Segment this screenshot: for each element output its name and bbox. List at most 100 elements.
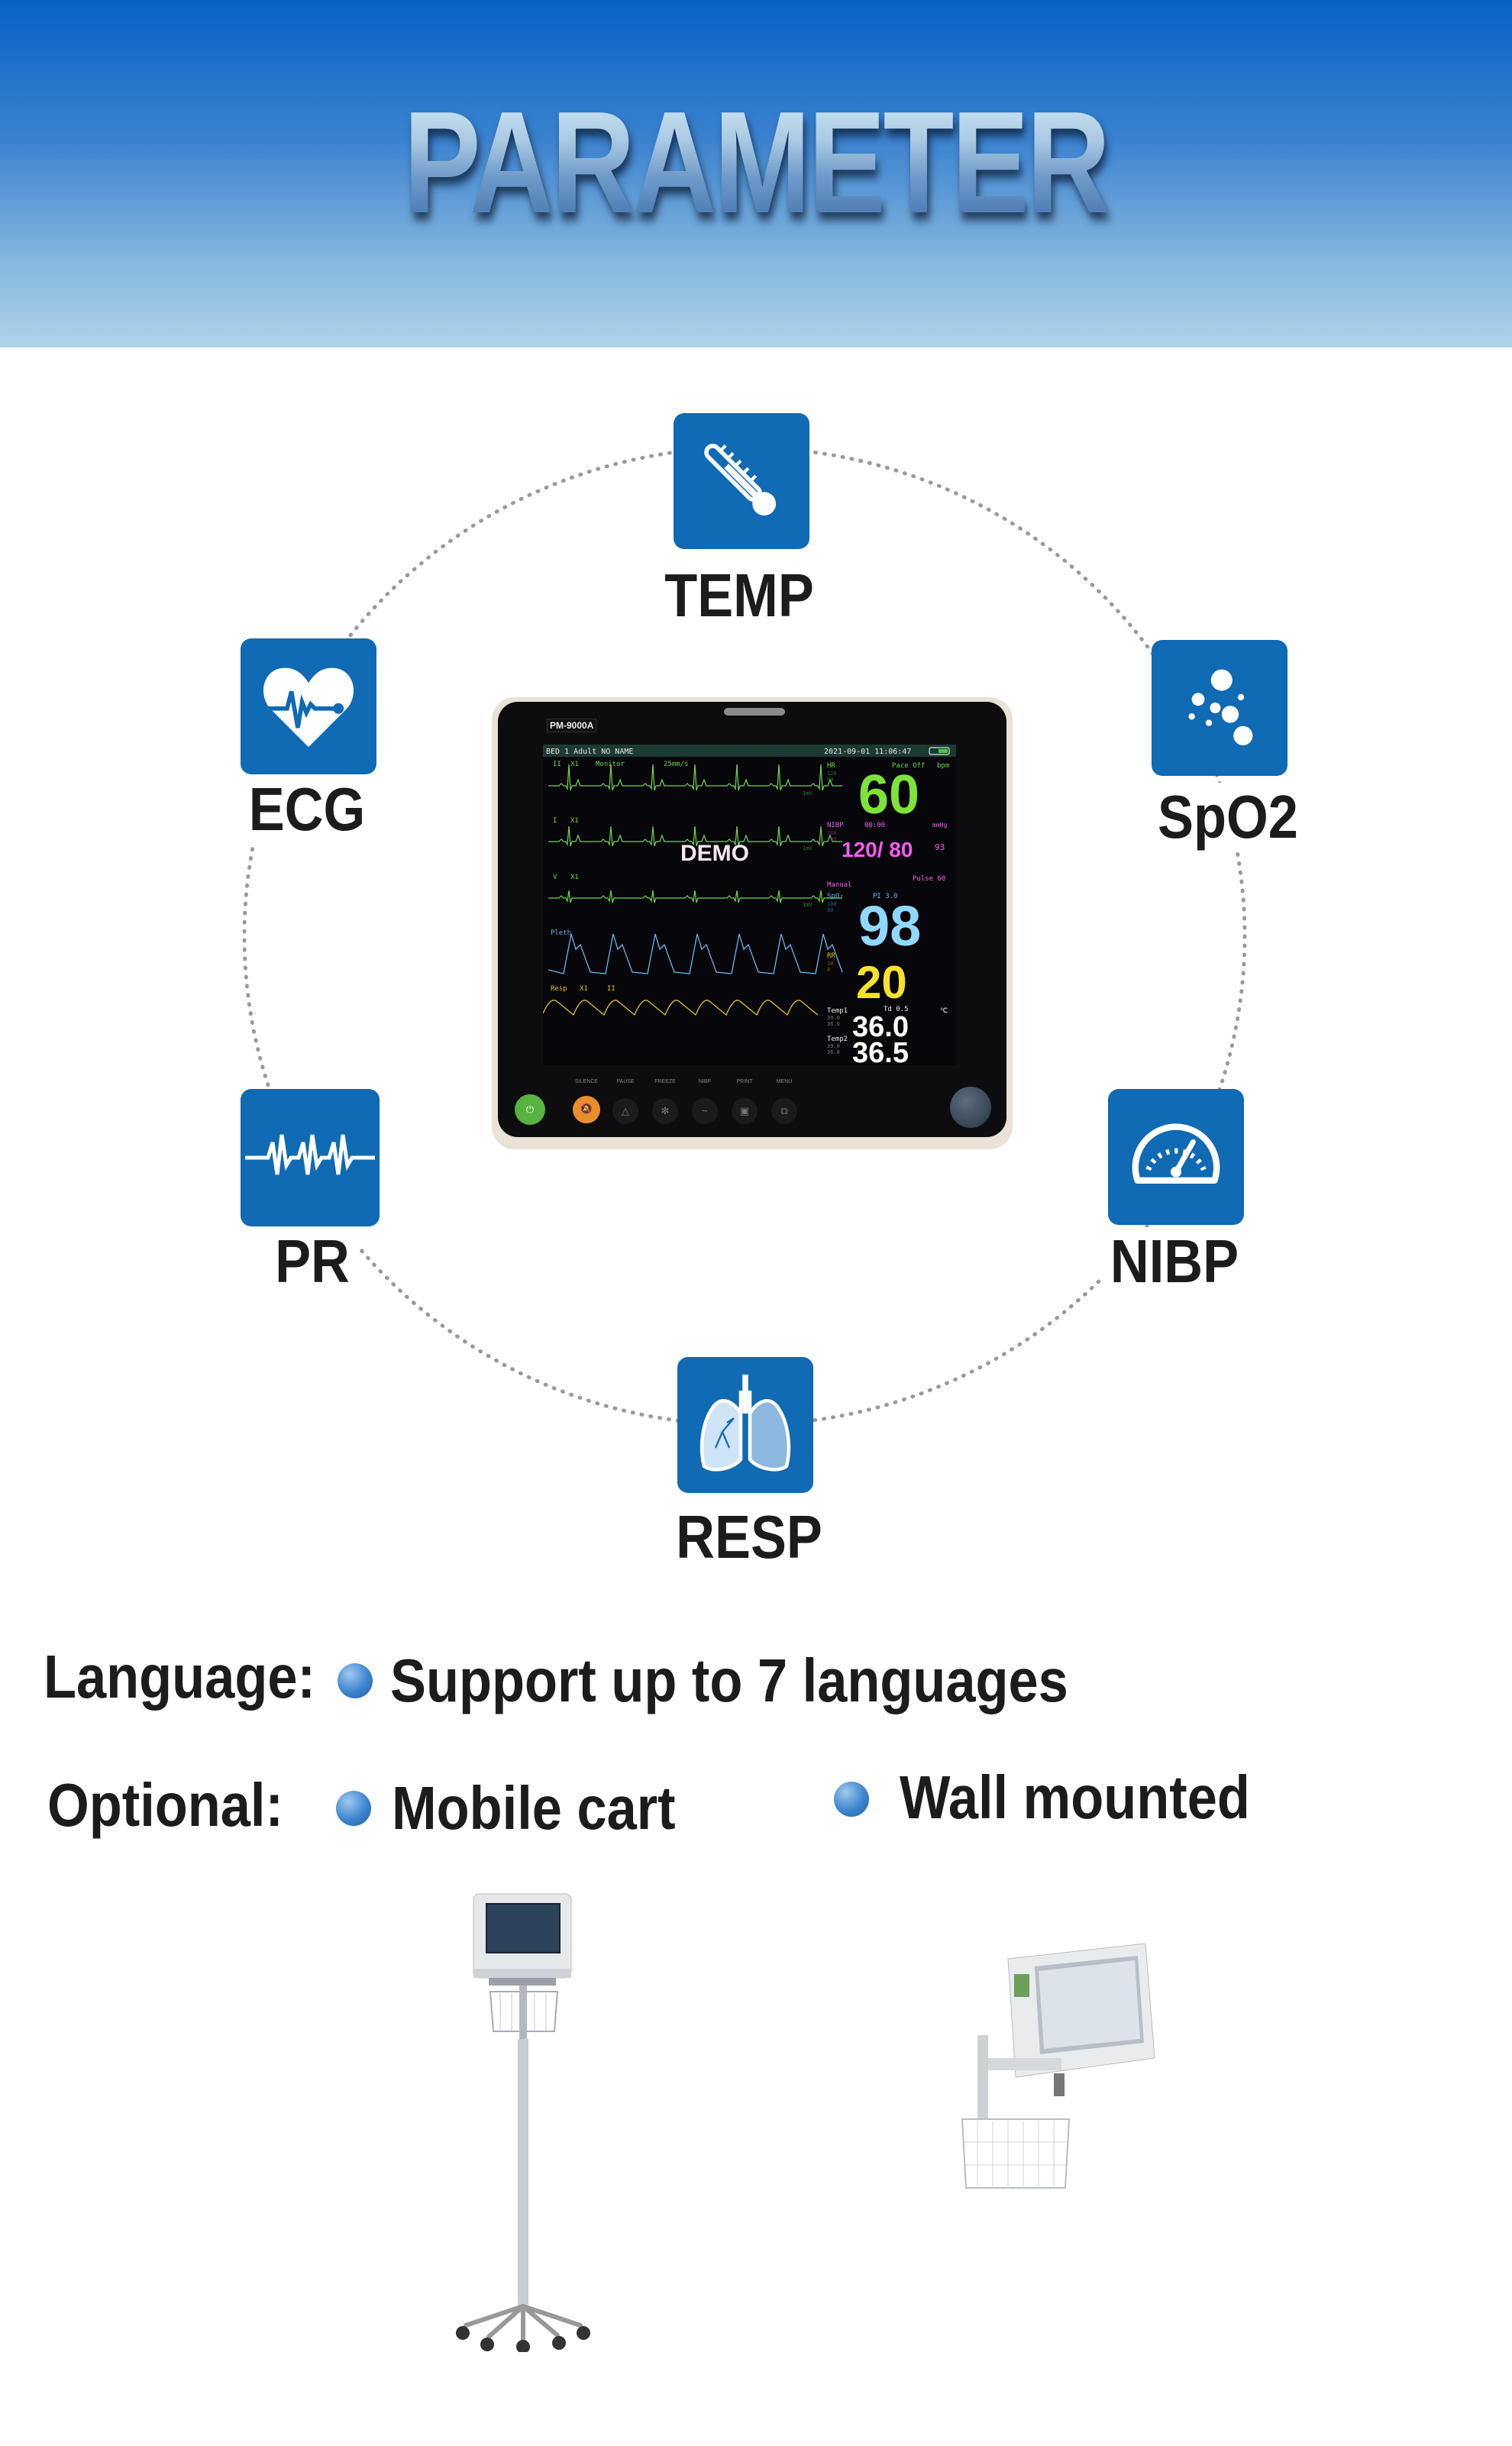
language-value: Support up to 7 languages: [390, 1646, 1068, 1714]
param-label-resp: RESP: [666, 1503, 832, 1572]
thermometer-icon: [674, 413, 809, 549]
hr-pace: Pace Off: [892, 762, 925, 770]
nibp-button[interactable]: ~: [692, 1098, 718, 1124]
nibp-time: 00:00: [864, 822, 885, 829]
param-label-ecg: ECG: [239, 775, 375, 844]
monitor-screen: BED 1 Adult NO NAME 2021-09-01 11:06:47 …: [542, 745, 956, 1069]
temp1-value: 36.0: [852, 1011, 909, 1043]
ecg1-gain: X1: [570, 761, 579, 768]
wall-mount-image: [961, 1944, 1155, 2189]
silence-button[interactable]: 🔕: [573, 1096, 600, 1123]
freeze-button[interactable]: ✻: [652, 1098, 678, 1124]
temp-unit: ℃: [940, 1007, 948, 1015]
resp-label: Resp: [551, 985, 567, 993]
ecg1-speed: 25mm/s: [664, 761, 689, 768]
ecg-wave-3: [548, 890, 842, 903]
nibp-unit: mmHg: [932, 822, 947, 829]
header-banner: PARAMETER: [0, 0, 1512, 347]
rr-hi: 30: [827, 961, 833, 967]
temp2-hi: 39.0: [827, 1043, 840, 1049]
param-label-temp: TEMP: [654, 561, 824, 630]
spo2-label: SpO₂: [827, 893, 844, 900]
temp1-lo: 36.0: [827, 1021, 840, 1027]
spo2-value: 98: [858, 894, 921, 958]
bullet-icon: [338, 1663, 373, 1698]
temp2-value: 36.5: [852, 1037, 909, 1065]
hr-lo: 50: [827, 777, 833, 783]
nibp-pulse: Pulse 60: [913, 875, 945, 883]
ecg2-lead: I: [553, 817, 557, 825]
monitor-bezel: PM-9000A BED 1 Adult NO NAME 2021-09-01 …: [498, 702, 1006, 1137]
hr-value: 60: [858, 764, 919, 826]
silence-label: SILENCE: [575, 1079, 598, 1084]
hr-unit: bpm: [937, 762, 949, 770]
pulse-wave-icon: [241, 1089, 380, 1226]
resp-gain: X1: [580, 985, 588, 993]
ecg-wave-2: [548, 826, 842, 847]
optional-mobile-cart: Mobile cart: [392, 1774, 676, 1842]
nibp-button-label: NIBP: [698, 1079, 712, 1084]
patient-monitor-image: PM-9000A BED 1 Adult NO NAME 2021-09-01 …: [492, 697, 1013, 1149]
monitor-button-row: ⏻ 🔕 SILENCE △ PAUSE ✻ FREEZE ~ NIBP ▣ PR…: [498, 1079, 1006, 1133]
param-label-pr: PR: [265, 1227, 360, 1296]
pleth-label: Pleth: [551, 929, 571, 937]
ecg1-lead: II: [553, 761, 561, 768]
nibp-label: NIBP: [827, 822, 844, 829]
pause-label: PAUSE: [616, 1079, 635, 1084]
hr-label: HR: [827, 762, 835, 770]
temp-td: Td 0.5: [884, 1006, 909, 1013]
print-button[interactable]: ▣: [732, 1098, 758, 1124]
power-button[interactable]: ⏻: [515, 1094, 545, 1125]
spo2-pi: PI 3.0: [873, 893, 898, 900]
bubbles-icon: [1152, 640, 1287, 776]
temp1-label: Temp1: [827, 1007, 848, 1015]
model-label: PM-9000A: [547, 719, 597, 732]
ecg2-gain: X1: [570, 817, 579, 825]
ecg1-scale: 1mV: [803, 790, 813, 796]
ecg2-scale: 1mV: [803, 845, 813, 851]
spo2-hi: 100: [827, 901, 837, 907]
temp1-hi: 39.0: [827, 1015, 840, 1021]
gauge-icon: [1108, 1089, 1244, 1225]
status-datetime: 2021-09-01 11:06:47: [824, 748, 911, 756]
freeze-label: FREEZE: [654, 1079, 676, 1084]
ecg3-gain: X1: [570, 874, 579, 881]
rotary-knob[interactable]: [950, 1087, 991, 1128]
param-label-spo2: SpO2: [1148, 783, 1308, 851]
monitor-handle: [724, 708, 785, 716]
print-label: PRINT: [736, 1079, 753, 1084]
nibp-value: 120/ 80: [842, 838, 913, 861]
page-title: PARAMETER: [0, 90, 1512, 235]
lungs-icon: [677, 1357, 813, 1493]
rr-value: 20: [856, 957, 907, 1008]
hr-hi: 120: [827, 771, 837, 777]
page-title-text: PARAMETER: [403, 82, 1111, 244]
menu-button[interactable]: ⧉: [771, 1098, 797, 1124]
resp-lead: II: [607, 985, 615, 993]
battery-icon: [929, 747, 950, 755]
menu-label: MENU: [776, 1079, 793, 1084]
temp2-lo: 36.0: [827, 1049, 840, 1055]
ecg-wave-1: [548, 764, 842, 791]
nibp-mean: 93: [935, 842, 945, 852]
param-label-nibp: NIBP: [1100, 1227, 1249, 1296]
pause-button[interactable]: △: [612, 1098, 638, 1124]
rr-lo: 8: [827, 967, 830, 973]
optional-wall-mounted: Wall mounted: [900, 1763, 1250, 1831]
optional-label: Optional:: [47, 1771, 283, 1839]
demo-watermark: DEMO: [680, 841, 749, 866]
nibp-lo: 90: [830, 836, 836, 842]
temp2-label: Temp2: [827, 1036, 848, 1043]
rr-label: RR: [827, 952, 835, 960]
heart-ecg-icon: [241, 638, 376, 774]
mobile-cart-image: [456, 1893, 590, 2352]
ecg3-lead: V: [553, 874, 557, 881]
resp-wave: [542, 1000, 819, 1016]
spo2-lo: 90: [827, 907, 833, 913]
nibp-mode: Manual: [827, 881, 852, 889]
language-label: Language:: [44, 1643, 315, 1711]
ecg1-mode: Monitor: [596, 761, 625, 768]
status-bed: BED 1 Adult NO NAME: [546, 748, 633, 756]
ecg3-scale: 1mV: [803, 902, 813, 908]
